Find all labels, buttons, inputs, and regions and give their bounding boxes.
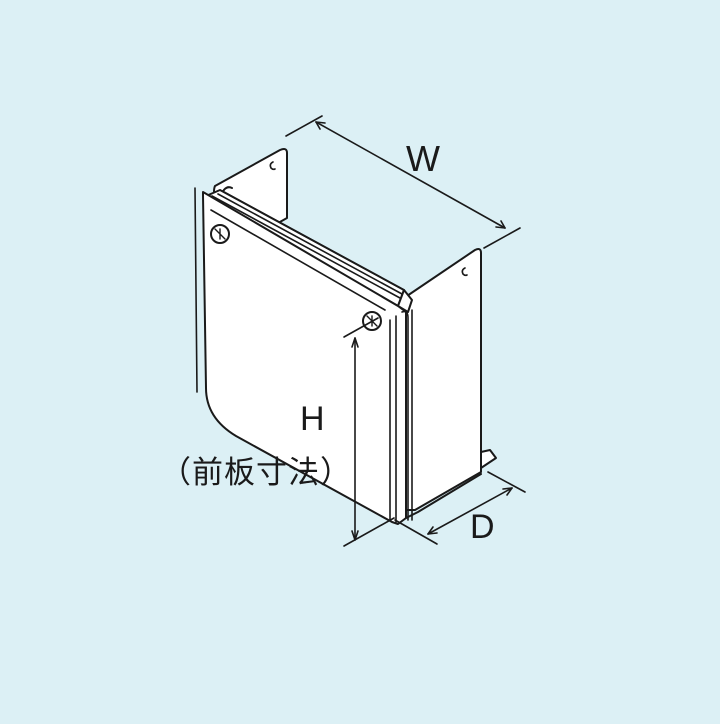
height-dimension-line: [343, 317, 395, 547]
bottom-bracket: [480, 449, 497, 469]
depth-label: D: [470, 508, 495, 546]
height-note-label: （前板寸法）: [160, 455, 352, 491]
depth-dimension-line: [394, 471, 526, 545]
width-dimension-line: [285, 115, 521, 249]
height-label: H: [300, 400, 325, 438]
right-mounting-flange: [403, 248, 482, 511]
screw-icon-left: [210, 224, 230, 244]
width-label: W: [406, 138, 440, 179]
